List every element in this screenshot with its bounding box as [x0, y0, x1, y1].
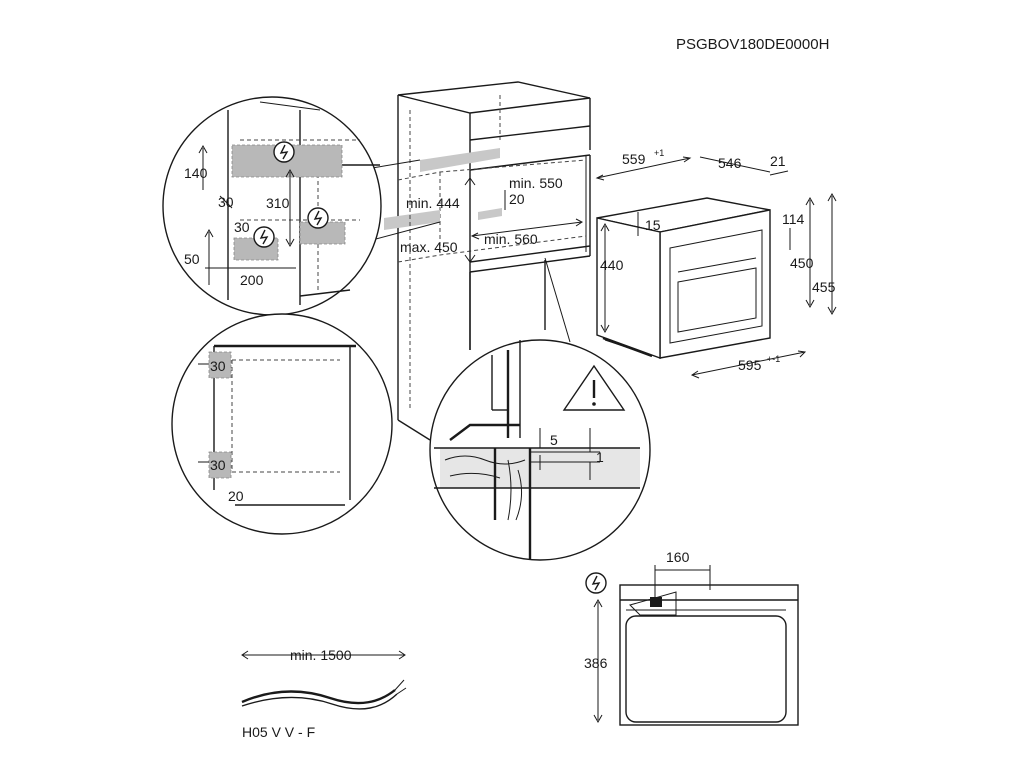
appliance-width-559: 559: [622, 151, 646, 167]
document-code: PSGBOV180DE0000H: [676, 36, 829, 53]
appliance-dim-21: 21: [770, 153, 786, 169]
side-gap-top-30: 30: [210, 358, 226, 374]
side-gap-20: 20: [228, 488, 244, 504]
socket-dim-140: 140: [184, 165, 208, 181]
appliance-width-595-tol: +-1: [767, 354, 780, 364]
cabinet-niche: min. 444 max. 450 min. 550 min. 560 20: [371, 81, 591, 441]
warning-triangle-icon: [562, 364, 626, 411]
rear-dim-386: 386: [584, 655, 608, 671]
appliance-depth-546: 546: [718, 155, 742, 171]
cable-type: H05 V V - F: [242, 724, 315, 740]
socket-dim-200: 200: [240, 272, 264, 288]
rear-dim-160: 160: [666, 549, 690, 565]
electric-hazard-icon: [585, 572, 607, 594]
niche-min-width: min. 560: [484, 231, 538, 247]
socket-dim-310: 310: [266, 195, 290, 211]
appliance-width-559-tol: +1: [654, 148, 664, 158]
electric-hazard-icon: [273, 141, 295, 163]
appliance-width-595: 595: [738, 357, 762, 373]
electric-hazard-icon: [253, 226, 275, 248]
socket-dim-30a: 30: [218, 194, 234, 210]
electric-hazard-icon: [307, 207, 329, 229]
detail-side-gaps: 30 30 20: [171, 313, 393, 535]
rear-view: 386 160: [584, 549, 799, 726]
socket-dim-30b: 30: [234, 219, 250, 235]
appliance-dim-15: 15: [645, 217, 661, 233]
appliance-outline: 559 +1 546 21 15 440 114 450 455 595 +-1: [595, 148, 837, 379]
cable-length: min. 1500: [290, 647, 352, 663]
socket-dim-50: 50: [184, 251, 200, 267]
front-dim-1: 1: [596, 449, 604, 465]
side-gap-bottom-30: 30: [210, 457, 226, 473]
niche-gap-20: 20: [509, 191, 525, 207]
detail-socket-zone: 140 30 310 30 50 200: [162, 96, 382, 316]
cable-spec: min. 1500 H05 V V - F: [241, 647, 407, 740]
niche-min-height: min. 444: [406, 195, 460, 211]
detail-front-edge: 5 1: [429, 339, 651, 561]
front-dim-5: 5: [550, 432, 558, 448]
appliance-height-440: 440: [600, 257, 624, 273]
appliance-dim-114: 114: [782, 211, 805, 227]
appliance-height-450: 450: [790, 255, 814, 271]
niche-min-depth: min. 550: [509, 175, 563, 191]
appliance-height-455: 455: [812, 279, 836, 295]
niche-max-height: max. 450: [400, 239, 458, 255]
